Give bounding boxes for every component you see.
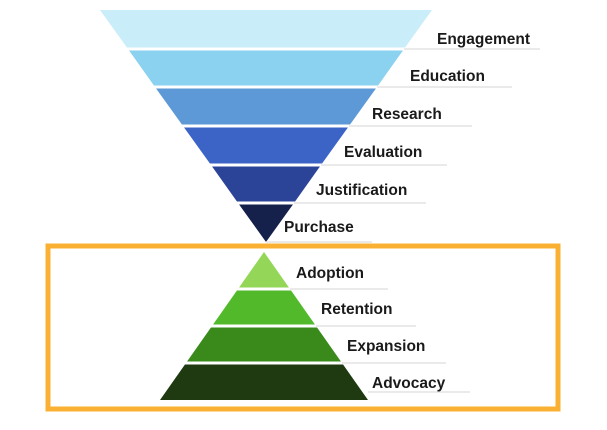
label-evaluation: Evaluation	[344, 144, 422, 161]
label-justification: Justification	[316, 182, 407, 199]
label-retention: Retention	[321, 301, 392, 318]
pyramid-layer-advocacy	[160, 363, 368, 400]
funnel-layer-justification	[211, 165, 321, 203]
growth-pyramid: Adoption Retention Expansion Advocacy	[160, 252, 470, 400]
label-education: Education	[410, 68, 485, 85]
funnel-layer-research	[155, 87, 377, 126]
label-adoption: Adoption	[296, 265, 364, 282]
label-engagement: Engagement	[437, 31, 530, 48]
label-purchase: Purchase	[284, 219, 354, 236]
pyramid-layer-expansion	[186, 326, 342, 363]
funnel-layer-evaluation	[183, 126, 349, 165]
label-advocacy: Advocacy	[372, 375, 446, 392]
inverted-funnel: Engagement Education Research Evaluation…	[100, 10, 540, 243]
funnel-layer-engagement	[100, 10, 432, 49]
label-expansion: Expansion	[347, 338, 425, 355]
funnel-layer-education	[128, 49, 404, 87]
funnel-layer-purchase	[238, 203, 294, 242]
highlight-box	[45, 243, 561, 412]
pyramid-layer-adoption	[238, 252, 290, 289]
pyramid-layer-retention	[212, 289, 316, 326]
label-research: Research	[372, 106, 442, 123]
